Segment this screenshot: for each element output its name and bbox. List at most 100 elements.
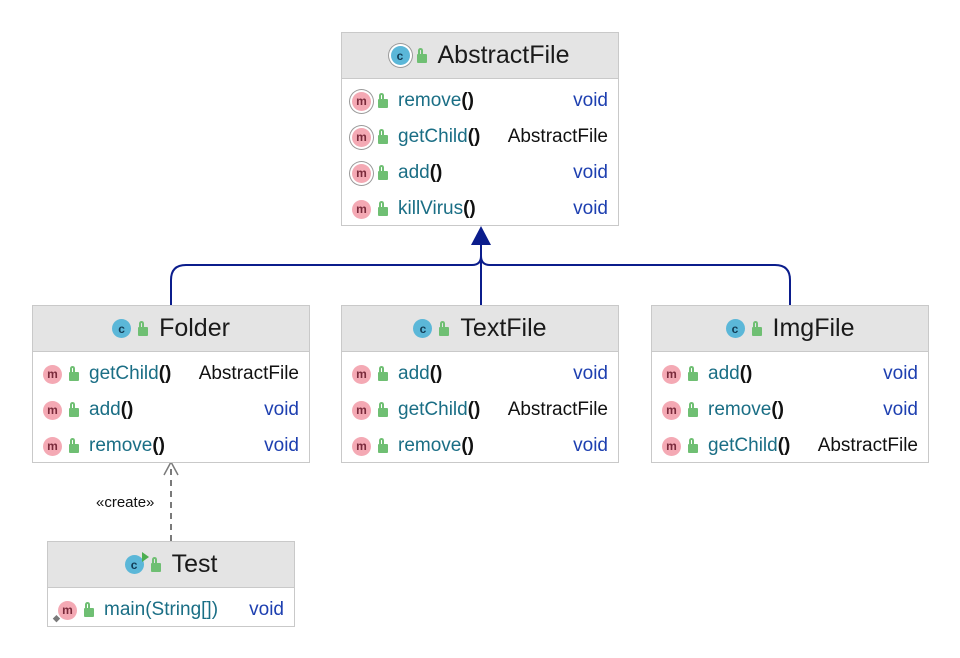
- public-visibility-icon: [84, 602, 94, 617]
- return-type: void: [249, 599, 284, 620]
- method-name: getChild: [398, 126, 468, 147]
- method-parens: (): [152, 435, 166, 456]
- method-name: getChild: [89, 363, 159, 384]
- public-visibility-icon: [378, 129, 388, 144]
- member-row[interactable]: m remove() void: [342, 428, 618, 464]
- method-name: getChild: [708, 435, 778, 456]
- method-name: remove: [89, 435, 153, 456]
- public-visibility-icon: [688, 402, 698, 417]
- create-stereotype-label: «create»: [96, 494, 155, 511]
- method-parens: (): [429, 162, 443, 183]
- return-type: AbstractFile: [817, 435, 918, 456]
- return-type: AbstractFile: [507, 399, 608, 420]
- class-icon-letter: c: [130, 557, 138, 572]
- method-parens: (): [463, 198, 476, 219]
- method-name: getChild: [398, 399, 468, 420]
- class-name: AbstractFile: [437, 41, 570, 69]
- return-type: void: [573, 198, 608, 219]
- dependency-edge: [163, 460, 179, 541]
- return-type: AbstractFile: [507, 126, 608, 147]
- class-name: TextFile: [460, 314, 547, 342]
- return-type: void: [573, 363, 608, 384]
- public-visibility-icon: [69, 438, 79, 453]
- class-name: Folder: [159, 314, 230, 342]
- generalization-edges: [170, 226, 791, 305]
- return-type: AbstractFile: [198, 363, 299, 384]
- class-header: c Test: [48, 542, 294, 588]
- method-icon: m: [352, 436, 371, 456]
- method-name: remove: [398, 435, 462, 456]
- public-visibility-icon: [150, 556, 161, 572]
- method-parens: (): [771, 399, 785, 420]
- member-list: m◆main(String[])void: [48, 588, 294, 632]
- method-name: add: [398, 363, 430, 384]
- class-icon-letter: c: [118, 321, 125, 336]
- return-type: void: [264, 399, 299, 420]
- run-marker-icon: [141, 552, 149, 562]
- method-icon: m: [352, 400, 371, 420]
- public-visibility-icon: [378, 438, 388, 453]
- abstract-class-icon: c: [390, 46, 410, 65]
- return-type: void: [883, 399, 918, 420]
- member-row[interactable]: m remove() void: [342, 83, 618, 119]
- method-name: add: [708, 363, 740, 384]
- public-visibility-icon: [378, 165, 388, 180]
- method-parens: (): [461, 435, 475, 456]
- public-visibility-icon: [688, 366, 698, 381]
- public-visibility-icon: [378, 366, 388, 381]
- return-type: void: [573, 90, 608, 111]
- return-type: void: [573, 435, 608, 456]
- abstract-method-icon: m: [352, 127, 371, 147]
- class-name: ImgFile: [772, 314, 855, 342]
- abstract-method-icon: m: [352, 91, 371, 111]
- class-icon: c: [725, 319, 745, 338]
- public-visibility-icon: [378, 93, 388, 108]
- method-name: remove: [398, 90, 462, 111]
- public-visibility-icon: [138, 320, 149, 336]
- method-name: add: [398, 162, 430, 183]
- method-icon: m: [43, 436, 62, 456]
- method-name: main: [104, 599, 146, 620]
- class-header: c Folder: [33, 306, 309, 352]
- method-name: killVirus: [398, 198, 464, 219]
- method-icon: m: [43, 400, 62, 420]
- class-icon-letter: c: [396, 48, 404, 63]
- public-visibility-icon: [751, 320, 762, 336]
- method-parens: (): [461, 90, 475, 111]
- runnable-class-icon: c: [124, 552, 149, 574]
- method-parens: (): [777, 435, 791, 456]
- public-visibility-icon: [378, 402, 388, 417]
- public-visibility-icon: [688, 438, 698, 453]
- method-parens: (): [429, 363, 443, 384]
- member-row[interactable]: m getChild() AbstractFile: [342, 119, 618, 155]
- method-params: (String[]): [145, 599, 219, 620]
- method-icon: m: [662, 364, 681, 384]
- class-name: Test: [171, 550, 218, 578]
- public-visibility-icon: [69, 366, 79, 381]
- class-icon-letter: c: [419, 321, 427, 336]
- method-name: remove: [708, 399, 772, 420]
- method-parens: (): [739, 363, 753, 384]
- method-parens: (): [467, 126, 481, 147]
- member-row[interactable]: m◆main(String[])void: [48, 592, 294, 628]
